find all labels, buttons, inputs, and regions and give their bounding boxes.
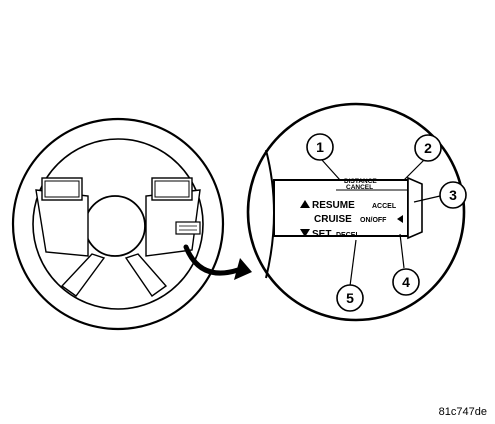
figure-code: 81c747de xyxy=(438,406,487,418)
steering-wheel xyxy=(11,117,225,331)
detail-view xyxy=(246,102,466,322)
svg-text:4: 4 xyxy=(402,274,410,290)
wheel-stalk-small xyxy=(175,221,201,235)
svg-text:1: 1 xyxy=(316,139,324,155)
onoff-left-arrow-icon xyxy=(397,215,403,223)
svg-text:2: 2 xyxy=(424,140,432,156)
resume-up-arrow-icon xyxy=(300,200,310,208)
callout-1: 1 xyxy=(306,133,334,161)
cancel-label: CANCEL xyxy=(346,184,373,191)
zoom-arrow xyxy=(183,244,252,280)
cruise-label: CRUISE xyxy=(314,214,352,225)
set-label: SET xyxy=(312,229,331,240)
callout-4: 4 xyxy=(392,268,420,296)
leader-lines xyxy=(321,159,441,287)
svg-text:5: 5 xyxy=(346,290,354,306)
set-down-arrow-icon xyxy=(300,229,310,237)
resume-label: RESUME xyxy=(312,200,355,211)
callout-5: 5 xyxy=(336,284,364,312)
svg-text:3: 3 xyxy=(449,187,457,203)
onoff-label: ON/OFF xyxy=(360,217,387,224)
stalk-labels: DISTANCE CANCEL RESUME ACCEL CRUISE ON/O… xyxy=(300,178,403,240)
callout-3: 3 xyxy=(439,181,467,209)
wheel-hub xyxy=(84,195,146,257)
callout-2: 2 xyxy=(414,134,442,162)
accel-label: ACCEL xyxy=(372,203,397,210)
decel-label: DECEL xyxy=(336,232,360,239)
distance-label: DISTANCE xyxy=(344,178,377,185)
